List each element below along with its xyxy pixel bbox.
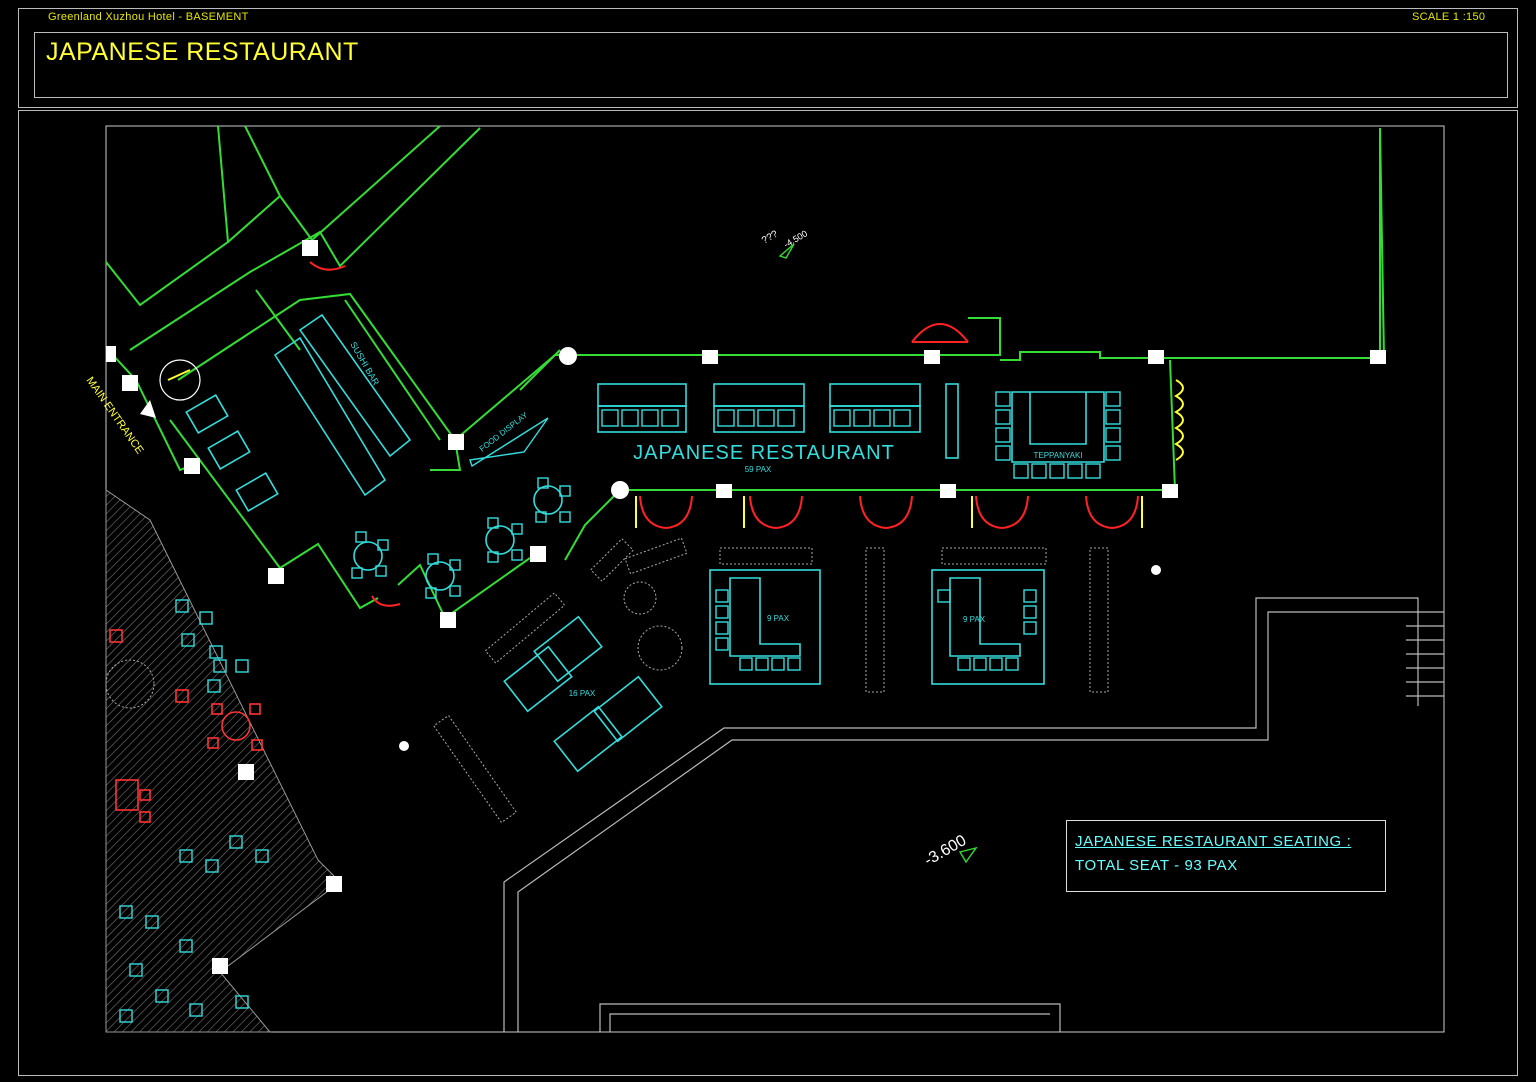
- furniture: [185, 313, 1105, 773]
- title-box: [34, 32, 1508, 98]
- restaurant-name-label: JAPANESE RESTAURANT: [633, 442, 895, 464]
- level-unknown-label: ???: [760, 229, 780, 247]
- project-label: Greenland Xuzhou Hotel - BASEMENT: [48, 11, 249, 23]
- adjacent-furniture: [109, 629, 263, 823]
- seating-summary-title: JAPANESE RESTAURANT SEATING :: [1075, 833, 1352, 850]
- teppanyaki-label: TEPPANYAKI: [1033, 451, 1082, 460]
- sheet-title: JAPANESE RESTAURANT: [46, 38, 359, 66]
- sheet-frame: [18, 110, 1518, 1076]
- scale-label: SCALE 1 :150: [1412, 11, 1486, 23]
- level-marker-a: [778, 243, 795, 259]
- adjacent-area-hatch: [106, 490, 340, 1032]
- seating-summary-total: TOTAL SEAT - 93 PAX: [1075, 857, 1238, 874]
- planters: [105, 537, 1109, 824]
- door-jambs: [167, 369, 1184, 528]
- outer-boundary: [503, 597, 1444, 1032]
- food-display-counter: [469, 417, 549, 468]
- walls: [105, 125, 1385, 620]
- room-a-pax-label: 9 PAX: [767, 614, 790, 623]
- restaurant-pax-label: 59 PAX: [745, 465, 772, 474]
- header-strip: [18, 8, 1518, 108]
- level-b-label: -3.600: [922, 832, 970, 869]
- food-display-label: FOOD DISPLAY: [478, 410, 530, 454]
- level-marker-b: [958, 846, 978, 864]
- seating-summary-box: JAPANESE RESTAURANT SEATING : TOTAL SEAT…: [1066, 820, 1386, 892]
- level-a-label: -4.500: [782, 228, 809, 249]
- entrance-arrow: [140, 400, 156, 418]
- doors: [309, 261, 1139, 607]
- columns: [106, 240, 1386, 974]
- group-pax-label: 16 PAX: [569, 689, 596, 698]
- room-b-pax-label: 9 PAX: [963, 615, 986, 624]
- chairs: [119, 391, 1121, 1023]
